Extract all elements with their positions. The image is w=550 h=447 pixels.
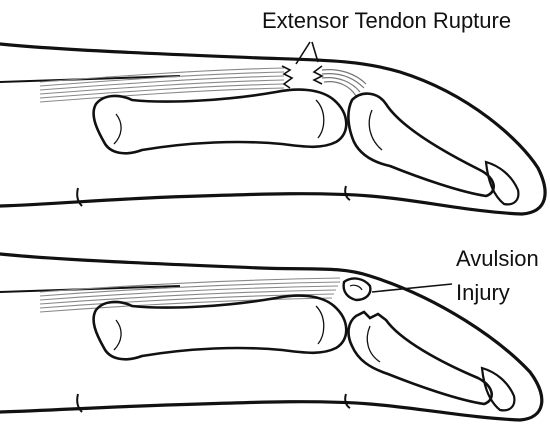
top-middle-phalanx — [94, 90, 347, 154]
top-fingernail — [486, 162, 518, 204]
bottom-distal-phalanx — [349, 312, 492, 404]
top-middle-phalanx-inner — [114, 100, 324, 144]
top-distal-phalanx — [348, 94, 493, 196]
avulsion-fragment — [344, 279, 371, 300]
label-avulsion: Avulsion — [456, 246, 539, 271]
top-panel: Extensor Tendon Rupture — [0, 8, 545, 214]
top-crease-2 — [345, 186, 350, 200]
top-dorsal-line — [0, 76, 180, 82]
bottom-panel: Avulsion Injury — [0, 246, 542, 420]
bottom-middle-phalanx-inner — [114, 306, 324, 350]
top-distal-phalanx-inner — [369, 110, 382, 150]
label-extensor-tendon-rupture: Extensor Tendon Rupture — [262, 8, 511, 33]
bottom-middle-phalanx — [94, 296, 347, 360]
label-injury: Injury — [456, 280, 510, 305]
bottom-finger-outline — [0, 254, 542, 420]
top-rupture-end-proximal — [282, 66, 292, 88]
top-finger-outline — [0, 44, 545, 214]
top-rupture-end-distal — [314, 66, 322, 84]
bottom-crease-2 — [345, 394, 350, 408]
top-tendon-distal — [322, 70, 366, 96]
bottom-distal-phalanx-inner — [367, 326, 380, 362]
